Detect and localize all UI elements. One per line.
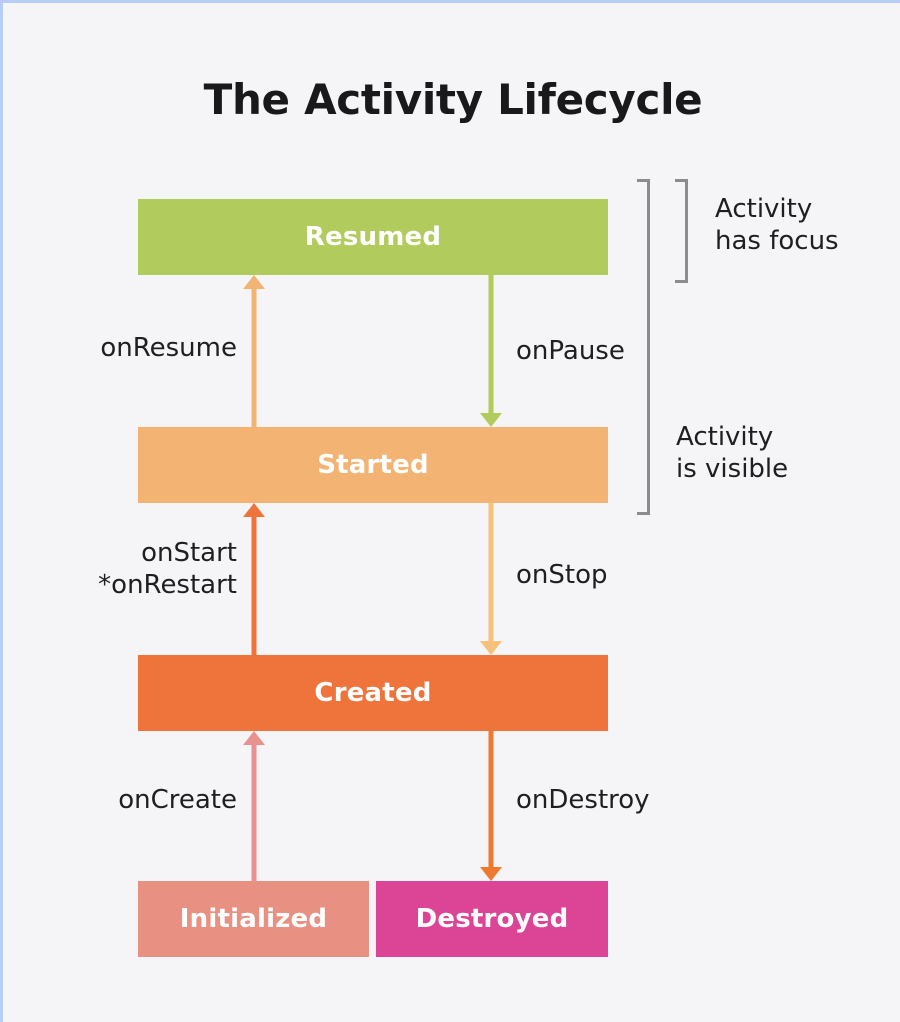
arrow-onstop [480,503,502,655]
arrowshaft-onstart [251,516,257,655]
scope-label-is-visible: Activity is visible [676,422,789,485]
transition-label-ondestroy: onDestroy [516,785,650,815]
arrowshaft-onstop [488,503,494,642]
state-label-created: Created [314,678,432,708]
arrowhead-oncreate [243,731,265,745]
state-box-started[interactable]: Started [138,427,608,503]
arrowhead-ondestroy [480,867,502,881]
state-box-resumed[interactable]: Resumed [138,199,608,275]
state-label-initialized: Initialized [179,904,328,934]
state-box-destroyed[interactable]: Destroyed [376,881,608,957]
scope-bracket-is-visible [637,179,650,515]
page-title: The Activity Lifecycle [203,75,703,124]
arrowshaft-onresume [251,288,257,427]
state-label-started: Started [317,450,429,480]
transition-label-onstop: onStop [516,560,608,590]
arrowshaft-oncreate [251,744,257,881]
arrowshaft-ondestroy [488,731,494,868]
state-box-created[interactable]: Created [138,655,608,731]
arrowshaft-onpause [488,275,494,414]
scope-label-has-focus: Activity has focus [715,194,839,257]
arrow-onpause [480,275,502,427]
state-box-initialized[interactable]: Initialized [138,881,369,957]
transition-label-onstart: onStart *onRestart [98,538,237,600]
arrow-onresume [243,275,265,427]
arrowhead-onstart [243,503,265,517]
transition-label-onresume: onResume [100,333,237,363]
state-label-destroyed: Destroyed [415,904,569,934]
scope-bracket-has-focus [675,179,688,283]
arrow-onstart [243,503,265,655]
transition-label-oncreate: onCreate [118,785,237,815]
arrow-ondestroy [480,731,502,881]
arrowhead-onpause [480,413,502,427]
arrowhead-onresume [243,275,265,289]
arrowhead-onstop [480,641,502,655]
arrow-oncreate [243,731,265,881]
transition-label-onpause: onPause [516,336,625,366]
state-label-resumed: Resumed [304,222,442,252]
